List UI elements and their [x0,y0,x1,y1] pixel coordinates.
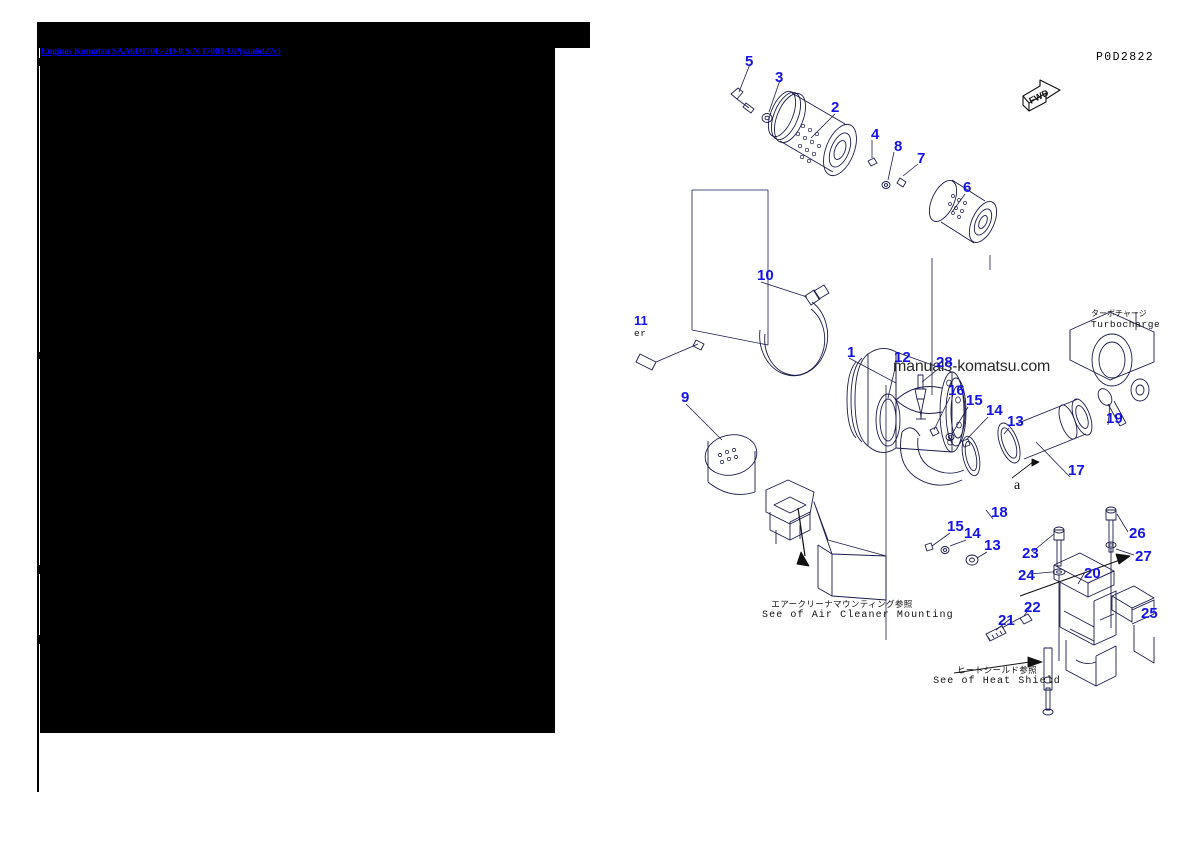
edge-label-en: Turbocharge [1091,319,1161,330]
callout-number: 2 [831,99,840,116]
svg-text:FWD: FWD [1027,87,1050,105]
note-en-text: See of Heat Shield [933,676,1061,687]
note-jp-text: エアークリーナマウンティング参照 [771,600,913,610]
exploded-parts-drawing [635,63,1155,716]
page-top-black-bar [37,22,590,48]
page-edge-tick [39,635,42,644]
callout-number: 5 [745,53,754,70]
page-edge-tick [39,352,42,359]
callout-number: 19 [1106,410,1123,427]
callout-number: 23 [1022,545,1039,562]
catalog-page-sheet [637,22,1190,812]
callout-number: 14 [986,402,1003,419]
callout-number: 16 [948,382,965,399]
document-viewer-pane: Engines Komatsu SAA6D170E-2D-8 S/N 17001… [40,28,555,733]
callout-number: 12 [894,349,911,366]
document-title-link[interactable]: Engines Komatsu SAA6D170E-2D-8 S/N 17001… [41,47,281,57]
callout-number: 24 [1018,567,1035,584]
callout-number: 4 [871,126,880,143]
page-left-border-rule [37,44,39,792]
note-jp-text: ヒートシールド参照 [956,666,1038,676]
detail-marker-a: a [1014,478,1021,493]
page-right-border-rule [551,48,553,628]
callout-number: 10 [757,267,774,284]
callout-number: 17 [1068,462,1085,479]
callout-number: 20 [1084,565,1101,582]
callout-number: 21 [998,612,1015,629]
note-heat-shield: ヒートシールド参照 See of Heat Shield [922,664,1072,687]
figure-code: P0D2822 [1096,51,1155,64]
callout-number: 13 [1007,413,1024,430]
page-edge-tick [39,58,42,66]
callout-number: 27 [1135,548,1152,565]
edge-label-left-cut: 11 er [634,313,648,339]
note-en-text: See of Air Cleaner Mounting [762,610,954,621]
page-edge-tick [39,565,42,574]
fwd-direction-arrow-icon: FWD [1022,79,1061,112]
pdf-viewer-black-panel[interactable] [40,28,555,733]
callout-number: 1 [847,344,856,361]
edge-label-jp: ターボチャージ [1091,309,1147,318]
callout-number: 15 [947,518,964,535]
callout-number: 15 [966,392,983,409]
callout-number: 18 [991,504,1008,521]
note-air-cleaner-mounting: エアークリーナマウンティング参照 See of Air Cleaner Moun… [762,598,954,621]
callout-number: 28 [936,354,953,371]
callout-number: 13 [984,537,1001,554]
callout-number: 14 [964,525,981,542]
callout-number: 7 [917,150,926,167]
callout-number: 22 [1024,599,1041,616]
callout-number: 25 [1141,605,1158,622]
callout-number: 6 [963,179,972,196]
callout-number: 26 [1129,525,1146,542]
callout-number: 9 [681,389,690,406]
callout-number: 3 [775,69,784,86]
site-watermark: manuals-komatsu.com [893,358,1051,375]
callout-number: 8 [894,138,903,155]
edge-label-en: er [634,328,647,339]
edge-callout-number: 11 [634,313,648,328]
edge-label-turbocharger: ターボチャージ Turbocharge [1091,308,1160,330]
